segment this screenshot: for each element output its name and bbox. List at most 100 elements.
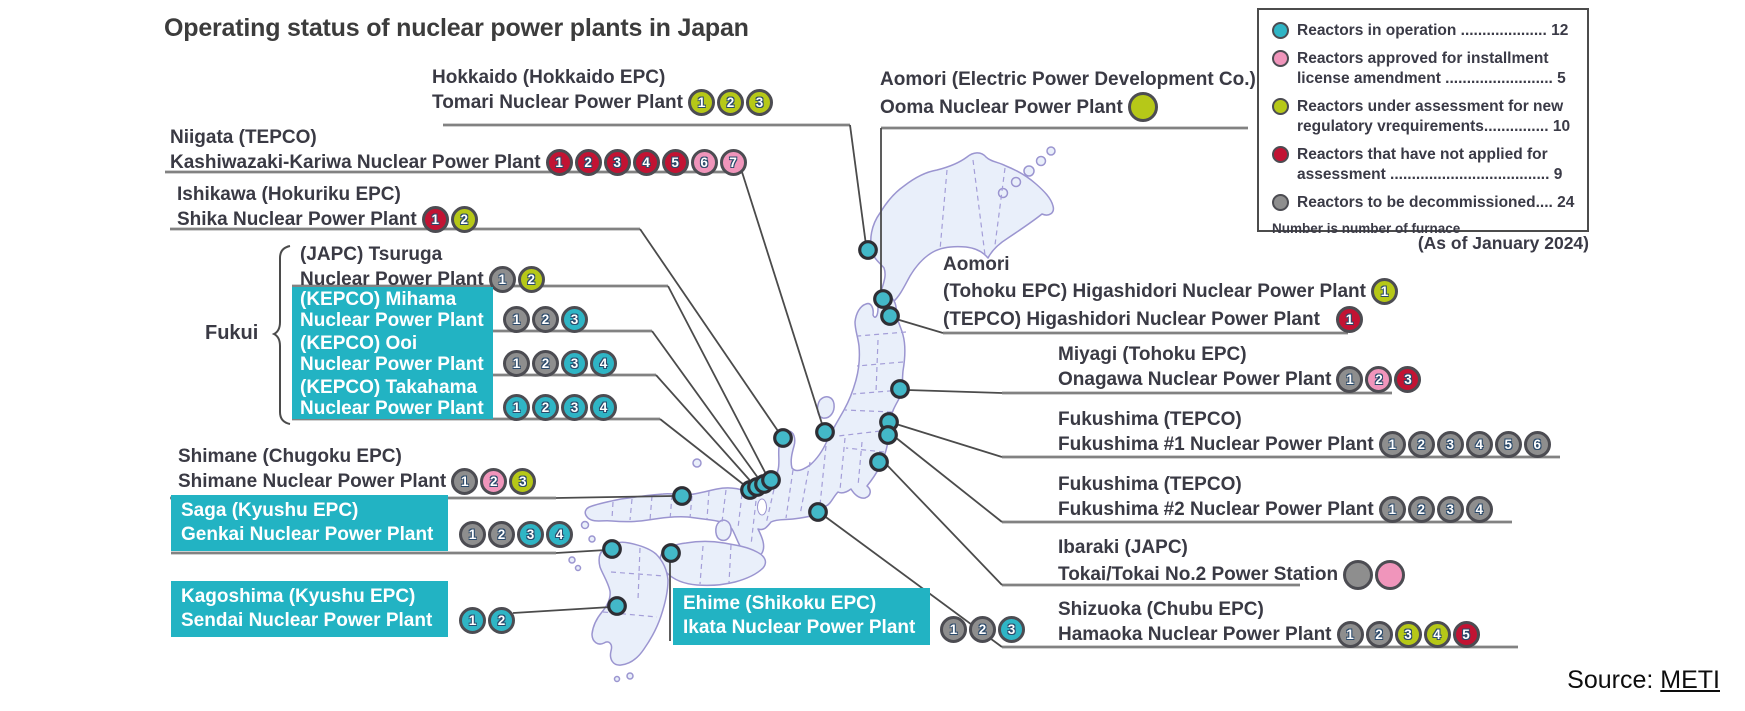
reactor-badge-approved: 2 [1365, 366, 1393, 393]
plant-label-genkai: Saga (Kyushu EPC)Genkai Nuclear Power Pl… [171, 495, 448, 551]
legend-status-icon [1272, 50, 1289, 67]
plant-label-kashiwazaki: Niigata (TEPCO)Kashiwazaki-Kariwa Nuclea… [170, 126, 747, 176]
plant-dot-genkai [602, 539, 622, 559]
plant-label-sendai: Kagoshima (Kyushu EPC)Sendai Nuclear Pow… [171, 581, 448, 637]
plant-label-text: Ibaraki (JAPC) [1058, 537, 1188, 558]
leader-line-higashidori [895, 318, 944, 334]
reactor-badge-not_applied: 5 [661, 149, 689, 176]
reactor-badge-under_assessment: 3 [1394, 621, 1422, 648]
reactor-badge-in_operation: 3 [998, 616, 1025, 643]
plant-label-text: Shika Nuclear Power Plant [177, 209, 417, 230]
page-title: Operating status of nuclear power plants… [164, 14, 749, 42]
legend-status-icon [1272, 98, 1289, 115]
reactor-badge-decommissioned: 1 [503, 350, 530, 377]
reactor-badge-in_operation: 2 [488, 607, 515, 634]
reactor-badge-decommissioned: 2 [532, 350, 559, 377]
reactor-badge-decommissioned: 1 [1336, 366, 1364, 393]
plant-label-tomari: Hokkaido (Hokkaido EPC)Tomari Nuclear Po… [432, 66, 773, 116]
reactor-badge-decommissioned: 2 [488, 521, 515, 548]
reactor-badge-in_operation: 4 [590, 394, 617, 421]
leader-line-fukushima2 [894, 436, 1003, 523]
plant-label-line: Ehime (Shikoku EPC) [683, 593, 877, 614]
reactor-badge-decommissioned: 6 [1523, 431, 1551, 458]
reactor-badge-under_assessment: 2 [517, 266, 545, 293]
legend-note: Number is number of furnace [1272, 221, 1461, 236]
plant-label-fukushima2: Fukushima (TEPCO)Fukushima #2 Nuclear Po… [1058, 473, 1493, 523]
legend-rows: Reactors in operation ..................… [1272, 21, 1577, 213]
plant-label-line: Nuclear Power Plant [300, 398, 484, 419]
plant-dot-shimane [672, 486, 692, 506]
reactor-badge-decommissioned: 1 [1378, 431, 1406, 458]
plant-label-line: Niigata (TEPCO) [170, 126, 747, 149]
plant-label-tokai: Ibaraki (JAPC)Tokai/Tokai No.2 Power Sta… [1058, 536, 1406, 590]
leader-line-shimane [555, 495, 675, 499]
plant-label-line: Miyagi (Tohoku EPC) [1058, 343, 1421, 366]
plant-label-text: Ooma Nuclear Power Plant [880, 96, 1123, 118]
source-prefix: Source: [1567, 666, 1661, 694]
reactor-badge-not_applied: 5 [1452, 621, 1480, 648]
plant-label-fukushima1: Fukushima (TEPCO)Fukushima #1 Nuclear Po… [1058, 408, 1551, 458]
plant-label-line: (KEPCO) Ooi [300, 333, 418, 354]
reactor-badge-under_assessment: 3 [509, 468, 537, 495]
source-link[interactable]: METI [1660, 666, 1720, 694]
leader-line-tomari [849, 124, 867, 246]
legend-item-in_operation: Reactors in operation ..................… [1272, 21, 1577, 41]
japan-landmass [568, 146, 1056, 683]
plant-dot-ooma [873, 289, 893, 309]
reactor-badge-in_operation: 4 [590, 350, 617, 377]
plant-label-text: (Tohoku EPC) Higashidori Nuclear Power P… [943, 280, 1366, 302]
plant-label-line: Tokai/Tokai No.2 Power Station [1058, 559, 1406, 590]
plant-label-text: Shimane Nuclear Power Plant [178, 471, 447, 492]
plant-dot-tokai [869, 452, 889, 472]
reactor-badge-approved: 7 [719, 149, 747, 176]
legend-item-label: Reactors to be decommissioned.... 24 [1297, 194, 1575, 211]
plant-dot-ikata [661, 543, 681, 563]
plant-label-onagawa: Miyagi (Tohoku EPC)Onagawa Nuclear Power… [1058, 343, 1422, 393]
plant-label-line: Kagoshima (Kyushu EPC) [181, 586, 416, 607]
reactor-badge-not_applied: 3 [603, 149, 631, 176]
as-of-date: (As of January 2024) [1417, 233, 1589, 253]
plant-dot-tsuruga [761, 470, 781, 490]
reactor-badge-decommissioned: 2 [532, 306, 559, 333]
reactor-badge-under_assessment: 2 [450, 206, 478, 233]
plant-label-line: Genkai Nuclear Power Plant [181, 524, 434, 545]
reactor-badge-decommissioned: 4 [1465, 496, 1493, 523]
leader-line-mihama [651, 330, 762, 483]
plant-label-text: Fukushima (TEPCO) [1058, 409, 1242, 430]
plant-label-line: (JAPC) Tsuruga [300, 243, 545, 266]
reactor-badge-in_operation: 1 [503, 394, 530, 421]
plant-label-line: Ibaraki (JAPC) [1058, 536, 1405, 559]
plant-label-text: Onagawa Nuclear Power Plant [1058, 369, 1332, 390]
legend-status-icon [1272, 146, 1289, 163]
plant-label-text: Fukushima #1 Nuclear Power Plant [1058, 434, 1374, 455]
reactor-badge-decommissioned: 2 [1407, 496, 1435, 523]
reactor-badge-in_operation: 3 [561, 394, 588, 421]
reactor-badge-decommissioned: 2 [969, 616, 996, 643]
plant-label-text: Hamaoka Nuclear Power Plant [1058, 624, 1332, 645]
plant-dot-hamaoka [808, 502, 828, 522]
plant-label-line: Ooma Nuclear Power Plant [880, 92, 1259, 122]
prefecture-borders [602, 159, 1006, 618]
plant-label-text: Aomori [943, 253, 1010, 275]
reactor-badge-decommissioned: 1 [451, 468, 479, 495]
plant-label-line: Aomori [943, 251, 1363, 277]
reactor-badge-under_assessment [1127, 92, 1158, 122]
reactor-badge-approved: 2 [480, 468, 508, 495]
awaji-island [715, 519, 732, 542]
leader-line-kashiwazaki [741, 171, 824, 428]
plant-label-line: Fukushima (TEPCO) [1058, 473, 1493, 496]
plant-label-line: Ikata Nuclear Power Plant [683, 617, 916, 638]
legend-status-icon [1272, 194, 1289, 211]
